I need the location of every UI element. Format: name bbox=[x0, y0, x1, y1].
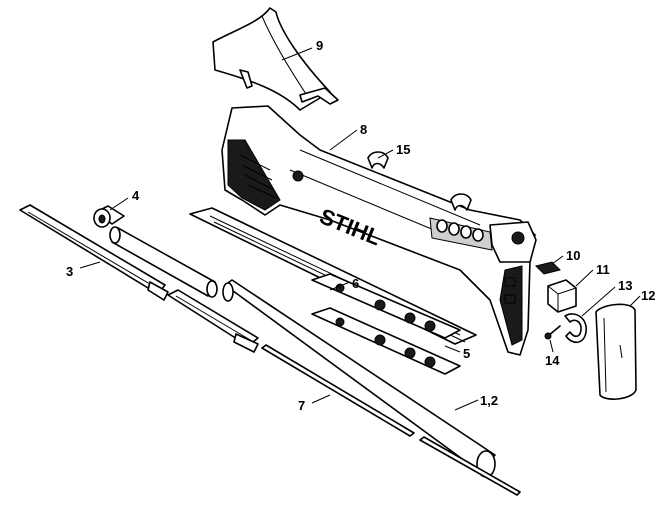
callout-6: 6 bbox=[352, 276, 359, 291]
callout-3: 3 bbox=[66, 264, 73, 279]
leader-lines bbox=[79, 47, 641, 411]
callout-10: 10 bbox=[566, 248, 580, 263]
callout-11: 11 bbox=[596, 262, 610, 277]
callout-4: 4 bbox=[132, 188, 140, 203]
callout-15: 15 bbox=[396, 142, 410, 157]
part-13-clamp bbox=[564, 313, 587, 344]
callout-13: 13 bbox=[618, 278, 632, 293]
part-6-decal bbox=[189, 207, 477, 345]
part-4-bushing bbox=[93, 205, 125, 228]
part-1-2-tube bbox=[222, 279, 496, 478]
part-11-block bbox=[547, 279, 577, 313]
tube-upper bbox=[109, 226, 218, 298]
callout-7: 7 bbox=[298, 398, 305, 413]
callout-14: 14 bbox=[545, 353, 560, 368]
callout-8: 8 bbox=[360, 122, 367, 137]
callout-9: 9 bbox=[316, 38, 323, 53]
part-15-clip bbox=[367, 151, 472, 211]
part-14-screw bbox=[544, 325, 561, 340]
part-10-pad bbox=[535, 261, 561, 275]
part-9-cover bbox=[212, 7, 339, 111]
part-7-rod bbox=[261, 344, 521, 496]
part-5-decal bbox=[311, 307, 461, 375]
callout-12: 12 bbox=[641, 288, 655, 303]
part-3-rail bbox=[19, 204, 259, 353]
part-12-end-cap bbox=[595, 303, 637, 400]
callout-labels: 9 8 15 4 3 6 5 7 1,2 10 11 13 12 14 bbox=[66, 38, 655, 413]
callout-1-2: 1,2 bbox=[480, 393, 498, 408]
callout-5: 5 bbox=[463, 346, 470, 361]
